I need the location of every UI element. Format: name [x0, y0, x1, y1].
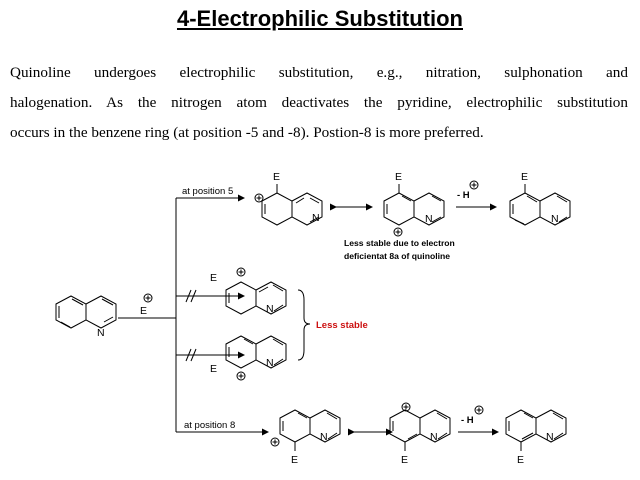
nitrogen-5a: N — [312, 212, 320, 224]
electrophile-5b: E — [395, 171, 402, 183]
nitrogen-8b: N — [430, 431, 438, 443]
electrophile-product-5: E — [521, 171, 528, 183]
intermediate-5a — [261, 184, 323, 226]
intermediate-8b — [389, 409, 451, 451]
product-8-substituted — [505, 409, 567, 451]
note-line-2: deficientat 8a of quinoline — [344, 251, 450, 261]
nitrogen-blocked-a: N — [266, 303, 274, 315]
electrophile-product-8: E — [517, 454, 524, 466]
intermediate-8a — [279, 409, 341, 451]
electrophile-5a: E — [273, 171, 280, 183]
minus-h-5: - H — [457, 190, 470, 201]
less-stable-label: Less stable — [316, 320, 368, 331]
note-line-1: Less stable due to electron — [344, 238, 455, 248]
electrophile-8a: E — [291, 454, 298, 466]
nitrogen-5b: N — [425, 213, 433, 225]
quinoline-start — [55, 295, 117, 329]
nitrogen-blocked-b: N — [266, 357, 274, 369]
electrophile-8b: E — [401, 454, 408, 466]
nitrogen-product-5: N — [551, 213, 559, 225]
label-position-8: at position 8 — [184, 420, 235, 431]
minus-h-8: - H — [461, 415, 474, 426]
paragraph-line-2: halogenation. As the nitrogen atom deact… — [10, 94, 628, 111]
paragraph-line-1: Quinoline undergoes electrophilic substi… — [10, 64, 628, 81]
electrophile-blocked-a: E — [210, 272, 217, 284]
body-paragraph: Quinoline undergoes electrophilic substi… — [10, 58, 628, 148]
nitrogen-product-8: N — [546, 431, 554, 443]
electrophile-blocked-b: E — [210, 363, 217, 375]
paragraph-line-3: occurs in the benzene ring (at position … — [10, 124, 484, 141]
product-5-substituted — [509, 184, 571, 226]
reagent-label: E — [140, 305, 147, 317]
intermediate-blocked-b — [225, 335, 287, 369]
reaction-scheme: at position 5 at position 8 E E E E E E … — [55, 171, 571, 466]
intermediate-blocked-a — [225, 281, 287, 315]
brace — [297, 289, 311, 361]
nitrogen-8a: N — [320, 431, 328, 443]
label-position-5: at position 5 — [182, 186, 233, 197]
nitrogen-start: N — [97, 327, 105, 339]
page-title: 4-Electrophilic Substitution — [176, 6, 463, 31]
intermediate-5b — [383, 184, 445, 226]
